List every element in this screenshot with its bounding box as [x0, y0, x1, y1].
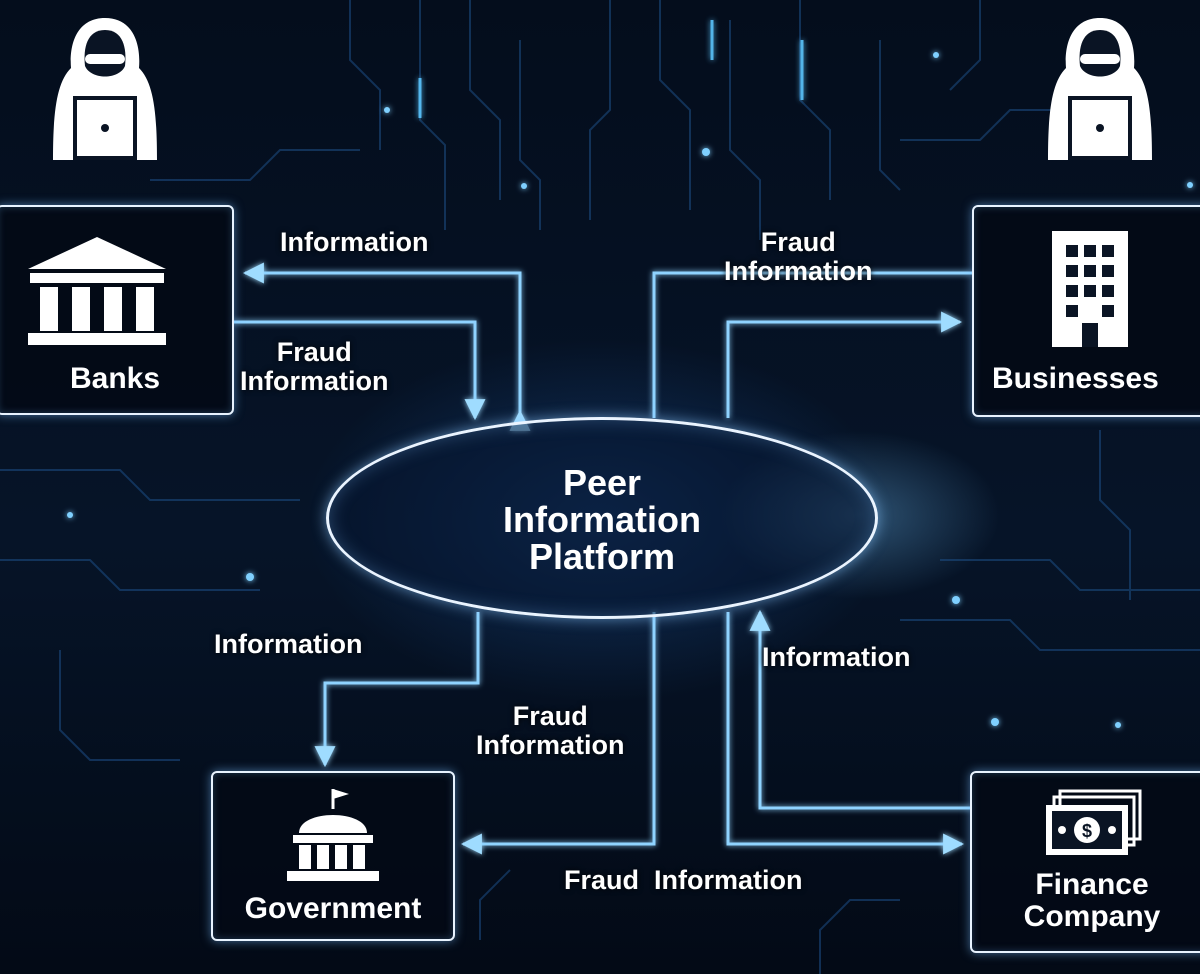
government-label: Government	[244, 892, 422, 925]
finance-information-label: Information	[762, 642, 911, 672]
platform-title-line2: Information	[503, 499, 701, 540]
glow-streaks	[418, 20, 804, 118]
finance-label-line2: Company	[1023, 900, 1161, 933]
platform-title-line1: Peer	[562, 462, 642, 503]
government-node: Government	[211, 771, 455, 941]
information-line: Information	[476, 730, 625, 760]
banks-fraud-information-label: Fraud Information	[240, 338, 389, 396]
information-line: Information	[724, 256, 873, 286]
platform-title: Peer Information Platform	[329, 464, 875, 575]
banks-label: Banks	[69, 362, 161, 395]
fraud-line: Fraud	[276, 337, 352, 367]
finance-fraud-information-label: Fraud Information	[564, 865, 803, 895]
businesses-node: Businesses	[972, 205, 1200, 417]
information-line: Information	[240, 366, 389, 396]
government-information-label: Information	[214, 629, 363, 659]
bank-icon	[28, 237, 166, 345]
fraud-line: Fraud	[512, 701, 588, 731]
hacker-icon	[1048, 18, 1152, 160]
finance-label-line1: Finance	[1035, 868, 1149, 901]
platform-title-line3: Platform	[528, 536, 676, 577]
money-stack-icon: $	[1046, 789, 1142, 855]
fraud-line: Fraud	[760, 227, 836, 257]
capitol-icon	[287, 789, 379, 881]
finance-company-node: $ Finance Company	[970, 771, 1200, 953]
svg-text:$: $	[1082, 821, 1092, 841]
banks-information-label: Information	[280, 227, 429, 257]
government-fraud-information-label: Fraud Information	[476, 702, 625, 760]
businesses-fraud-information-label: Fraud Information	[724, 228, 873, 286]
peer-information-platform: Peer Information Platform	[326, 417, 878, 619]
hacker-icon	[53, 18, 157, 160]
businesses-label: Businesses	[992, 362, 1159, 395]
banks-node: Banks	[0, 205, 234, 415]
flow-arrows	[233, 262, 972, 855]
glow-dots	[67, 52, 1193, 728]
office-building-icon	[1052, 231, 1128, 347]
